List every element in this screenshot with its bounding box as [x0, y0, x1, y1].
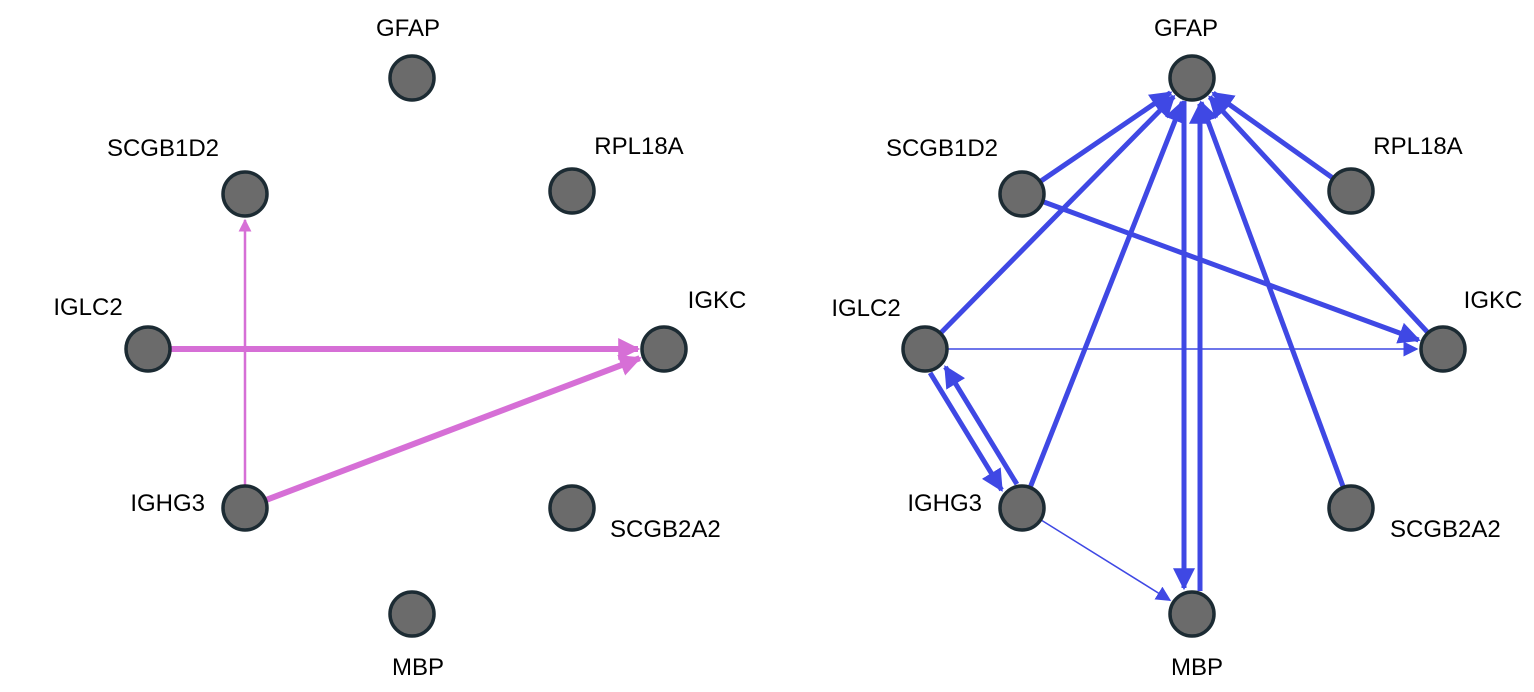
edge-right-scgb1d2-to-gfap: [1039, 90, 1173, 184]
node-left-ighg3: [221, 484, 269, 532]
node-label-left-iglc2: IGLC2: [53, 294, 122, 321]
node-right-scgb1d2: [998, 170, 1046, 218]
node-label-right-scgb2a2: SCGB2A2: [1390, 516, 1501, 543]
edge-right-ighg3-to-mbp: [1041, 519, 1172, 601]
node-label-right-scgb1d2: SCGB1D2: [886, 135, 998, 162]
edge-right-scgb2a2-to-gfap: [1197, 100, 1346, 488]
node-left-igkc: [640, 325, 688, 373]
node-left-mbp: [388, 590, 436, 638]
node-label-right-ighg3: IGHG3: [907, 490, 982, 517]
node-left-scgb2a2: [548, 484, 596, 532]
node-right-igkc: [1419, 325, 1467, 373]
node-left-gfap: [388, 54, 436, 102]
edge-left-ighg3-to-igkc: [265, 354, 642, 503]
node-left-rpl18a: [548, 167, 596, 215]
node-right-rpl18a: [1327, 167, 1375, 215]
node-label-left-rpl18a: RPL18A: [594, 133, 683, 160]
node-right-ighg3: [998, 484, 1046, 532]
edge-right-igkc-to-gfap: [1207, 95, 1430, 334]
edge-right-ighg3-to-gfap: [1028, 100, 1186, 488]
node-label-right-igkc: IGKC: [1464, 287, 1523, 314]
node-right-gfap: [1168, 54, 1216, 102]
node-left-scgb1d2: [221, 170, 269, 218]
node-label-left-scgb2a2: SCGB2A2: [610, 516, 721, 543]
node-label-left-ighg3: IGHG3: [130, 490, 205, 517]
edge-right-rpl18a-to-gfap: [1211, 91, 1334, 180]
node-label-left-scgb1d2: SCGB1D2: [107, 135, 219, 162]
node-label-left-gfap: GFAP: [376, 15, 440, 42]
node-right-iglc2: [901, 325, 949, 373]
node-label-right-iglc2: IGLC2: [831, 295, 900, 322]
node-label-left-mbp: MBP: [392, 654, 444, 681]
node-label-right-mbp: MBP: [1171, 654, 1223, 681]
node-label-right-rpl18a: RPL18A: [1373, 133, 1462, 160]
edge-right-iglc2-to-ighg3: [927, 371, 1004, 492]
edges-layer: [171, 90, 1430, 601]
edge-right-iglc2-to-gfap: [939, 94, 1176, 335]
edge-right-ighg3-to-iglc2: [943, 365, 1020, 486]
edge-right-scgb1d2-to-igkc: [1042, 199, 1421, 344]
node-label-left-igkc: IGKC: [688, 287, 747, 314]
nodes-layer: GFAP SCGB1D2 RPL18A IGLC2 IGKC IGHG3SCGB2A2MB…: [53, 15, 1522, 681]
node-right-mbp: [1168, 590, 1216, 638]
node-right-scgb2a2: [1327, 484, 1375, 532]
node-label-right-gfap: GFAP: [1154, 15, 1218, 42]
node-left-iglc2: [124, 325, 172, 373]
